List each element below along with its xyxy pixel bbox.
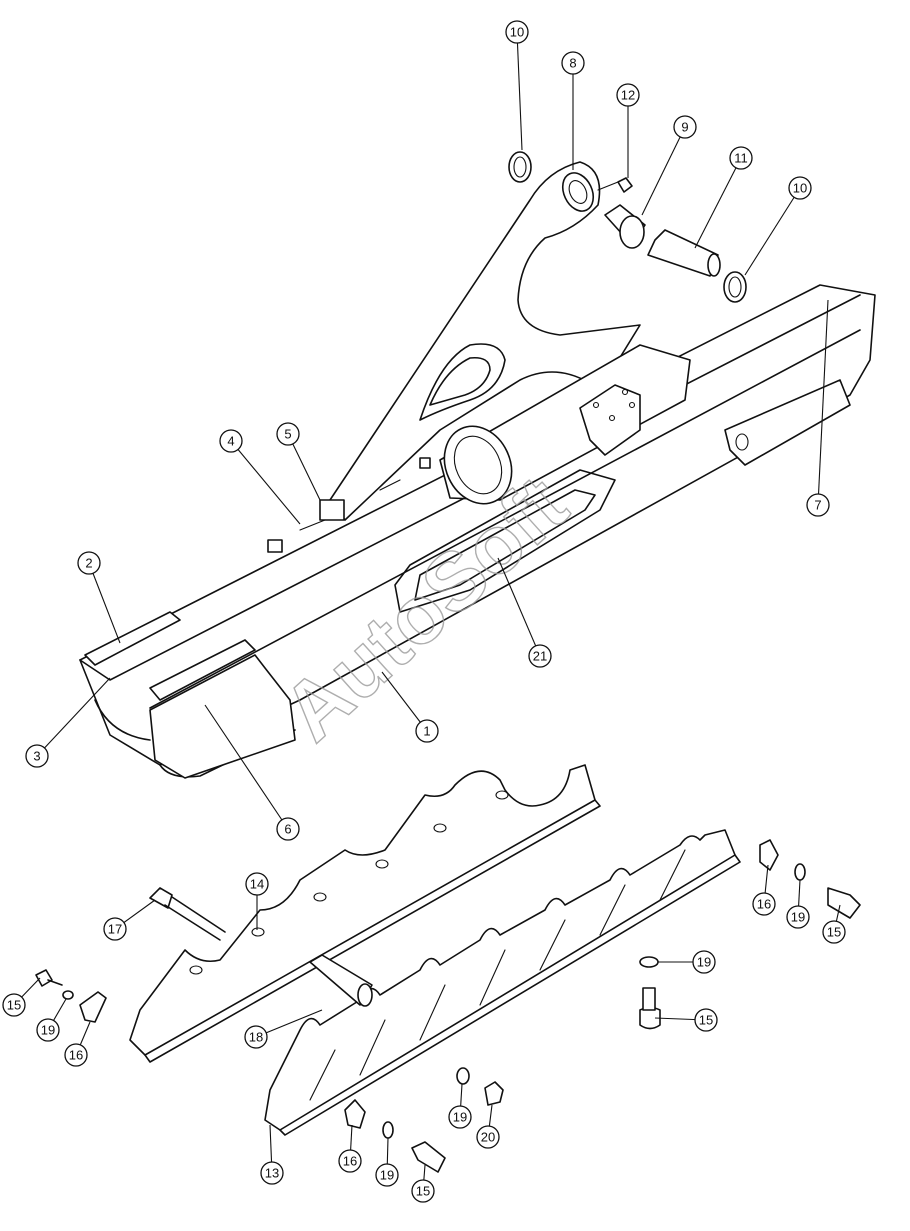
callout-18: 18: [244, 1025, 268, 1049]
callout-19-bottom: 19: [375, 1163, 399, 1187]
callouts: 1 2 3 4 5 6 7 8 9 10 10 11 12 13 14 15 1…: [2, 20, 846, 1203]
callout-19-left: 19: [36, 1018, 60, 1042]
svg-text:13: 13: [265, 1166, 279, 1181]
callout-11: 11: [729, 146, 753, 170]
callout-15-bottom: 15: [411, 1179, 435, 1203]
svg-text:10: 10: [793, 181, 807, 196]
svg-text:17: 17: [108, 922, 122, 937]
callout-2: 2: [77, 551, 101, 575]
callout-19-right: 19: [786, 905, 810, 929]
svg-text:15: 15: [416, 1184, 430, 1199]
svg-text:16: 16: [343, 1154, 357, 1169]
callout-15-left: 15: [2, 993, 26, 1017]
svg-text:1: 1: [423, 724, 430, 739]
callout-9: 9: [673, 115, 697, 139]
callout-17: 17: [103, 917, 127, 941]
svg-text:21: 21: [533, 649, 547, 664]
svg-text:18: 18: [249, 1030, 263, 1045]
callout-7: 7: [806, 493, 830, 517]
callout-16-bottom: 16: [338, 1149, 362, 1173]
callout-12: 12: [616, 83, 640, 107]
callout-16-right: 16: [752, 892, 776, 916]
pin-11: [647, 229, 719, 277]
svg-text:2: 2: [85, 556, 92, 571]
callout-20: 20: [476, 1125, 500, 1149]
bushings: [508, 151, 747, 303]
callout-13: 13: [260, 1161, 284, 1185]
bolt-17-head: [149, 887, 173, 909]
svg-text:4: 4: [227, 434, 234, 449]
guard-upper: [129, 764, 601, 1063]
callout-8: 8: [561, 51, 585, 75]
callout-14: 14: [245, 872, 269, 896]
svg-text:19: 19: [697, 955, 711, 970]
svg-text:15: 15: [7, 998, 21, 1013]
callout-19-lower: 19: [448, 1105, 472, 1129]
svg-text:19: 19: [380, 1168, 394, 1183]
callout-15-mid: 15: [694, 1008, 718, 1032]
svg-text:19: 19: [41, 1023, 55, 1038]
callout-4: 4: [219, 429, 243, 453]
fasteners: [35, 839, 861, 1173]
svg-text:12: 12: [621, 88, 635, 103]
callout-6: 6: [276, 817, 300, 841]
callout-21: 21: [528, 644, 552, 668]
svg-text:16: 16: [757, 897, 771, 912]
callout-3: 3: [25, 744, 49, 768]
callout-15-right: 15: [822, 920, 846, 944]
svg-text:5: 5: [284, 427, 291, 442]
svg-text:15: 15: [827, 925, 841, 940]
bushing-10-right: [723, 271, 747, 303]
svg-text:3: 3: [33, 749, 40, 764]
svg-text:9: 9: [681, 120, 688, 135]
track-frame: [79, 284, 876, 779]
svg-text:16: 16: [69, 1048, 83, 1063]
bushing-10-top: [508, 151, 532, 183]
svg-text:15: 15: [699, 1013, 713, 1028]
callout-10-top: 10: [505, 20, 529, 44]
svg-text:19: 19: [791, 910, 805, 925]
svg-text:11: 11: [734, 151, 748, 166]
svg-text:20: 20: [481, 1130, 495, 1145]
callout-10-right: 10: [788, 176, 812, 200]
callout-5: 5: [276, 422, 300, 446]
callout-19-mid: 19: [692, 950, 716, 974]
callout-1: 1: [415, 719, 439, 743]
svg-text:10: 10: [510, 25, 524, 40]
pin-18: [309, 954, 373, 1006]
svg-text:19: 19: [453, 1110, 467, 1125]
grease-fitting-12: [617, 177, 633, 193]
svg-text:14: 14: [250, 877, 264, 892]
svg-text:7: 7: [814, 498, 821, 513]
swing-arm: [329, 161, 641, 521]
callout-16-left: 16: [64, 1043, 88, 1067]
svg-text:8: 8: [569, 56, 576, 71]
svg-text:6: 6: [284, 822, 291, 837]
